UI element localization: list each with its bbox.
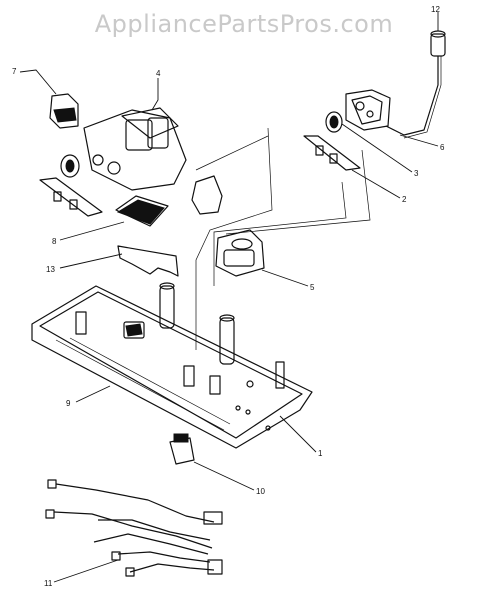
callout-12: 12 — [431, 5, 440, 14]
part-12-cap — [385, 12, 446, 139]
part-5-timer — [215, 229, 309, 287]
part-6-control — [345, 89, 439, 147]
part-3-knob — [325, 111, 413, 173]
callout-8: 8 — [52, 237, 57, 246]
leader-9 — [75, 385, 111, 403]
callout-7: 7 — [12, 67, 17, 76]
part-small-clip — [191, 175, 223, 215]
callout-11: 11 — [44, 579, 53, 588]
callout-4: 4 — [156, 69, 161, 78]
callout-13: 13 — [46, 265, 55, 274]
part-2-bracket — [303, 135, 401, 199]
watermark-text: AppliancePartsPros.com — [94, 10, 394, 38]
part-4-housing — [83, 78, 187, 191]
callout-2: 2 — [402, 195, 407, 204]
callout-1: 1 — [318, 449, 323, 458]
assembly-lines — [195, 127, 371, 350]
part-left-bracket — [39, 177, 103, 217]
part-1-base-panel — [31, 282, 317, 453]
part-8-plate — [59, 195, 169, 241]
callout-6: 6 — [440, 143, 445, 152]
callout-9: 9 — [66, 399, 71, 408]
part-7-clip — [19, 69, 79, 129]
callout-10: 10 — [256, 487, 265, 496]
callout-labels: 12 7 4 6 3 2 8 13 5 9 1 10 11 — [12, 5, 445, 588]
callout-5: 5 — [310, 283, 315, 292]
part-13-bracket — [59, 245, 179, 277]
callout-3: 3 — [414, 169, 419, 178]
part-11-wire-harness — [45, 479, 223, 583]
part-ring — [60, 154, 80, 178]
part-10-switch — [169, 433, 255, 491]
